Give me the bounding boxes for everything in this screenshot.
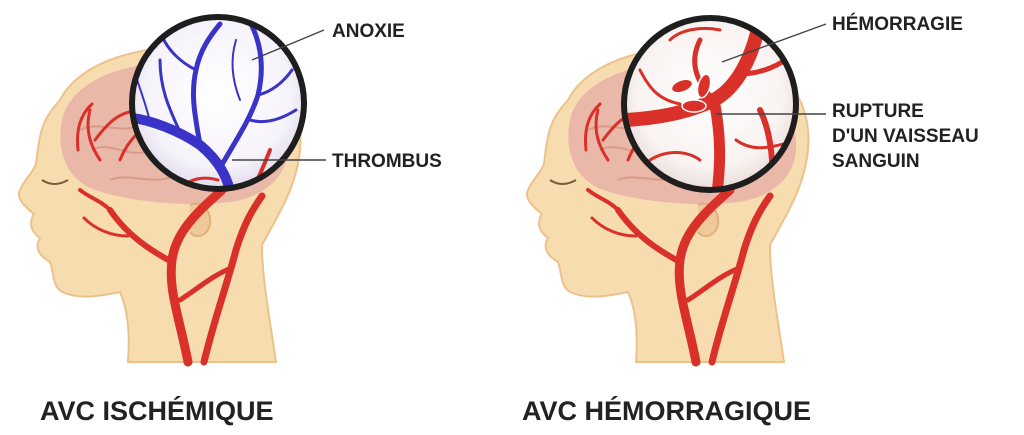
hemorrhagic-panel: HÉMORRAGIE RUPTURE D'UN VAISSEAU SANGUIN…: [522, 13, 979, 426]
caption-hemorrhagic: AVC HÉMORRAGIQUE: [522, 395, 811, 426]
callout-rupture-line1: RUPTURE: [832, 101, 924, 122]
ischemic-panel: ANOXIE THROMBUS AVC ISCHÉMIQUE: [19, 17, 442, 426]
callout-rupture-line2: D'UN VAISSEAU: [832, 126, 979, 147]
callout-anoxie: ANOXIE: [332, 21, 405, 42]
callout-rupture-line3: SANGUIN: [832, 151, 920, 172]
caption-ischemic: AVC ISCHÉMIQUE: [40, 395, 274, 426]
callout-hemorragie: HÉMORRAGIE: [832, 13, 963, 35]
callout-thrombus: THROMBUS: [332, 151, 442, 172]
